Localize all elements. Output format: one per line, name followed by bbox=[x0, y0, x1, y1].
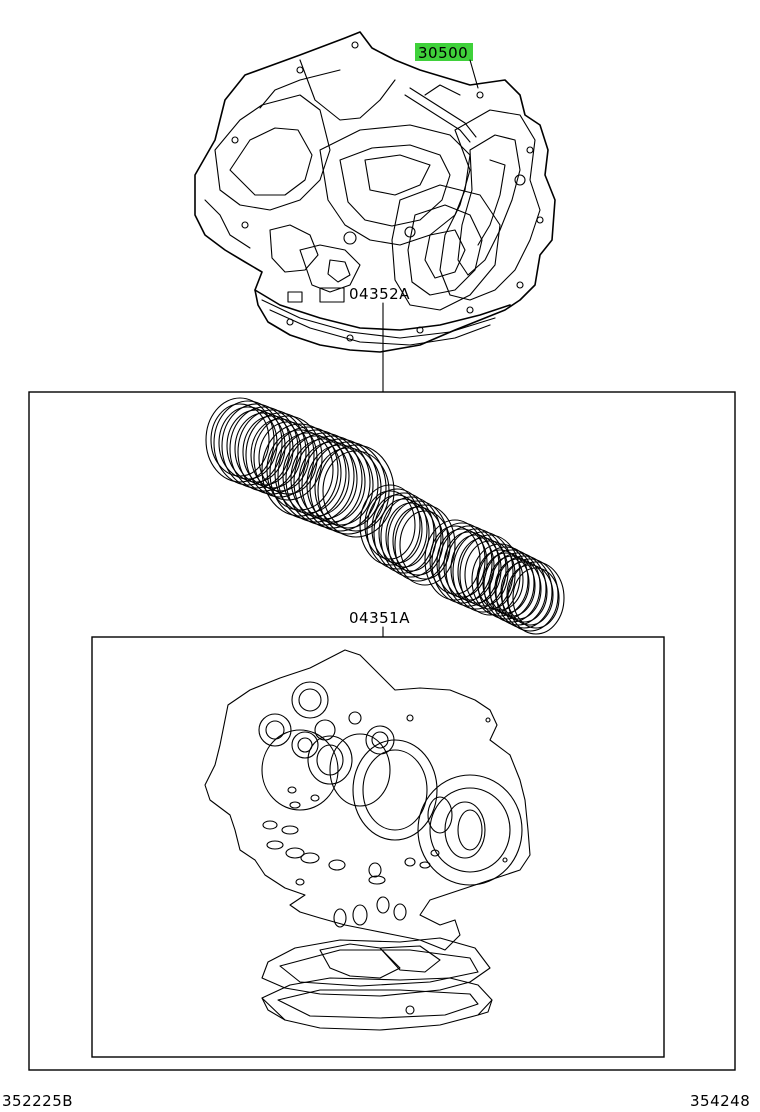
highlight-box bbox=[415, 43, 473, 61]
leader-line bbox=[469, 59, 479, 89]
part-number-04352a[interactable]: 04352A bbox=[349, 285, 410, 303]
gasket-kit-frame bbox=[91, 636, 665, 1058]
part-number-30500[interactable]: 30500 bbox=[418, 44, 468, 62]
part-number-04351a[interactable]: 04351A bbox=[349, 609, 410, 627]
diagram-code-right: 354248 bbox=[690, 1092, 750, 1110]
overhaul-kit-frame bbox=[28, 391, 736, 1071]
transaxle-assembly-illustration bbox=[194, 31, 556, 353]
diagram-code-left: 352225B bbox=[2, 1092, 73, 1110]
clutch-discs-illustration bbox=[205, 397, 565, 635]
gasket-kit-illustration bbox=[204, 649, 531, 1031]
